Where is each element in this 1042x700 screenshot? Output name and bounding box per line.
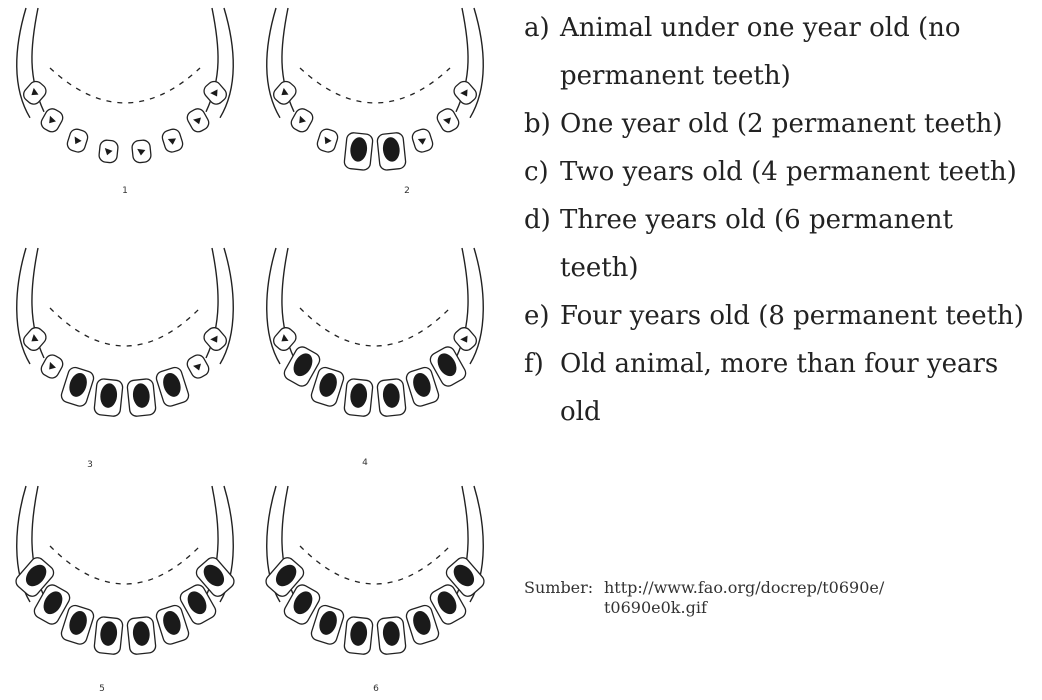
legend-item-c: c) Two years old (4 permanent teeth) xyxy=(524,148,1036,196)
jaw-drawing-6 xyxy=(250,478,500,678)
milk-tooth xyxy=(451,79,479,107)
jaw-number-6: 6 xyxy=(366,684,386,694)
dental-pad-line xyxy=(300,546,450,584)
legend-text: Four years old (8 permanent teeth) xyxy=(560,292,1036,340)
jaw-drawing-2 xyxy=(250,0,500,190)
legend-letter: a) xyxy=(524,4,560,100)
legend-item-d: d) Three years old (6 permanent teeth) xyxy=(524,196,1036,292)
permanent-tooth xyxy=(94,616,124,654)
legend-text: One year old (2 permanent teeth) xyxy=(560,100,1036,148)
legend-item-e: e) Four years old (8 permanent teeth) xyxy=(524,292,1036,340)
legend-letter: e) xyxy=(524,292,560,340)
jaw-number-1: 1 xyxy=(115,186,135,196)
permanent-tooth xyxy=(60,604,96,646)
age-legend: a) Animal under one year old (no permane… xyxy=(524,4,1036,436)
permanent-tooth xyxy=(155,604,191,646)
milk-tooth xyxy=(66,127,90,153)
permanent-tooth xyxy=(377,378,407,416)
jaw-number-5: 5 xyxy=(92,684,112,694)
legend-letter: d) xyxy=(524,196,560,292)
milk-tooth xyxy=(131,140,151,164)
permanent-tooth xyxy=(377,616,407,654)
permanent-tooth xyxy=(405,604,441,646)
milk-tooth xyxy=(161,127,185,153)
jaw-drawing-1 xyxy=(0,0,250,190)
source-citation: Sumber: http://www.fao.org/docrep/t0690e… xyxy=(524,578,904,618)
dental-pad-line xyxy=(50,68,200,103)
source-text: http://www.fao.org/docrep/t0690e/ t0690e… xyxy=(604,578,904,618)
permanent-tooth xyxy=(344,378,374,416)
jaw-diagram-1 xyxy=(0,0,250,190)
jaw-number-2: 2 xyxy=(397,186,417,196)
milk-tooth xyxy=(451,325,479,353)
legend-text: Three years old (6 permanent teeth) xyxy=(560,196,1036,292)
permanent-tooth xyxy=(127,616,157,654)
dental-pad-line xyxy=(300,308,450,346)
legend-text: Two years old (4 permanent teeth) xyxy=(560,148,1036,196)
legend-text: Old animal, more than four years old xyxy=(560,340,1036,436)
permanent-tooth xyxy=(127,378,157,416)
permanent-tooth xyxy=(94,378,124,416)
permanent-tooth xyxy=(405,366,441,408)
permanent-tooth xyxy=(344,132,374,170)
jaw-drawing-4 xyxy=(250,240,500,440)
legend-item-f: f) Old animal, more than four years old xyxy=(524,340,1036,436)
jaw-number-4: 4 xyxy=(355,458,375,468)
milk-tooth xyxy=(201,325,229,353)
milk-tooth xyxy=(201,79,229,107)
permanent-tooth xyxy=(310,604,346,646)
jaw-drawing-3 xyxy=(0,240,250,440)
jaw-diagram-2 xyxy=(250,0,500,190)
jaw-diagram-5 xyxy=(0,478,250,678)
jaw-diagram-3 xyxy=(0,240,250,440)
milk-tooth xyxy=(21,325,49,353)
milk-tooth xyxy=(411,127,435,153)
legend-text: Animal under one year old (no permanent … xyxy=(560,4,1036,100)
milk-tooth xyxy=(21,79,49,107)
jaw-drawing-5 xyxy=(0,478,250,678)
dental-pad-line xyxy=(50,546,200,584)
milk-tooth xyxy=(271,325,299,353)
permanent-tooth xyxy=(155,366,191,408)
legend-letter: f) xyxy=(524,340,560,436)
permanent-tooth xyxy=(60,366,96,408)
legend-letter: c) xyxy=(524,148,560,196)
legend-letter: b) xyxy=(524,100,560,148)
jaw-diagram-4 xyxy=(250,240,500,440)
milk-tooth xyxy=(98,140,118,164)
milk-tooth xyxy=(316,127,340,153)
jaw-number-3: 3 xyxy=(80,460,100,470)
legend-item-b: b) One year old (2 permanent teeth) xyxy=(524,100,1036,148)
milk-tooth xyxy=(271,79,299,107)
jaw-diagram-6 xyxy=(250,478,500,678)
permanent-tooth xyxy=(344,616,374,654)
dental-pad-line xyxy=(50,308,200,346)
source-label: Sumber: xyxy=(524,578,604,618)
dental-pad-line xyxy=(300,68,450,103)
permanent-tooth xyxy=(377,132,407,170)
legend-item-a: a) Animal under one year old (no permane… xyxy=(524,4,1036,100)
permanent-tooth xyxy=(310,366,346,408)
